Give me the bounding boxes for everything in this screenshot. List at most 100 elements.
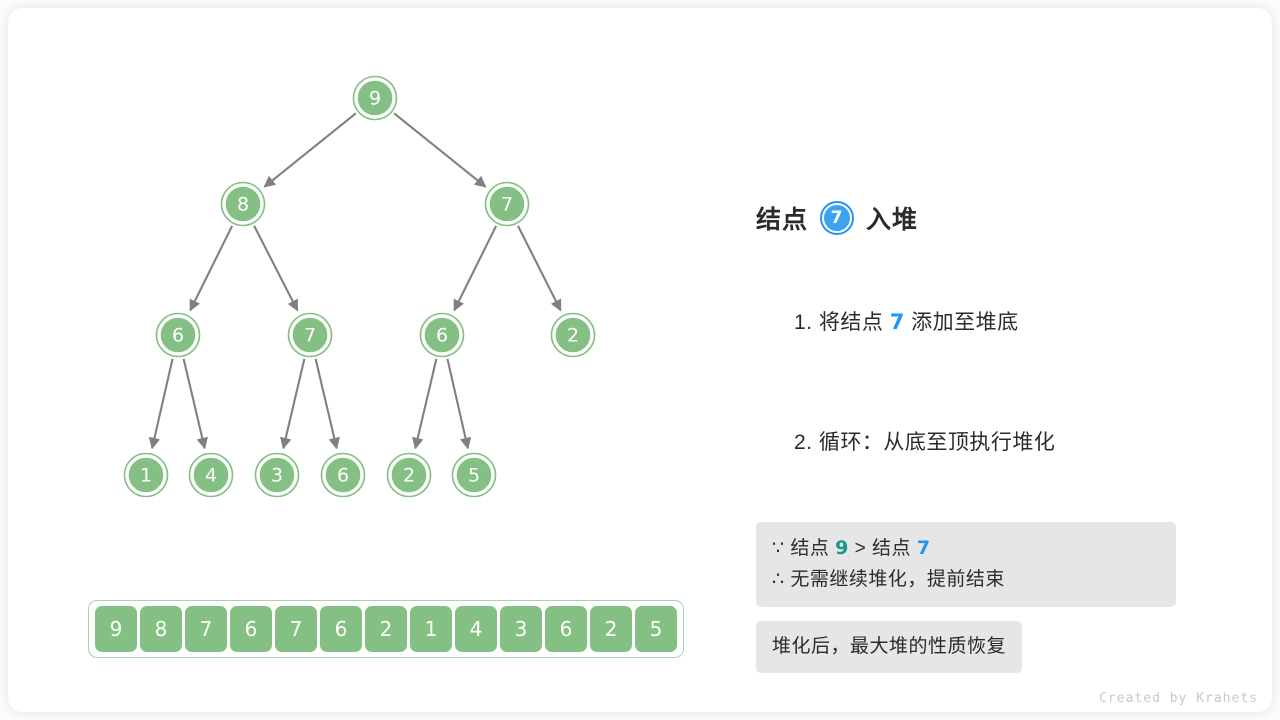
node-value: 8 [237,194,249,216]
tree-edge [412,358,438,450]
step-1-before: 将结点 [812,311,890,334]
node-outer-ring [386,452,432,498]
reason-line1-num1: 9 [835,537,849,559]
tree-node: 8 [220,181,266,227]
array-cell: 5 [635,606,677,652]
tree-node: 6 [419,312,465,358]
node-badge: 7 [820,201,855,235]
explanation-panel: 结点 7 入堆 1. 将结点 7 添加至堆底 2. 循环：从底至顶执行堆化 ∵ … [756,200,1176,674]
credit-footer: Created by Krahets [1099,691,1258,706]
node-circle [126,455,166,495]
heap-tree: 9 8 7 6 7 6 2 1 4 3 6 2 5 [123,75,596,498]
title-suffix: 入堆 [866,206,919,234]
reason-line1-a: ∵ 结点 [772,538,836,559]
array-cell: 2 [590,606,632,652]
node-value: 7 [501,194,513,216]
node-circle [553,315,593,355]
array-cell: 6 [320,606,362,652]
tree-node: 4 [188,452,234,498]
array-cell: 7 [185,606,227,652]
node-outer-ring [287,312,333,358]
node-circle [257,455,297,495]
title-prefix: 结点 [756,206,809,234]
node-circle [223,184,263,224]
badge-ring-icon [820,201,855,235]
node-circle [422,315,462,355]
node-outer-ring [188,452,234,498]
array-cell: 8 [140,606,182,652]
reason-note: ∵ 结点 9 > 结点 7 ∴ 无需继续堆化，提前结束 [756,522,1176,607]
step-1-index: 1. [794,311,813,334]
node-value: 6 [172,325,184,347]
tree-edge [280,358,306,450]
node-value: 3 [271,465,283,487]
node-outer-ring [155,312,201,358]
node-circle [191,455,231,495]
step-2: 2. 循环：从底至顶执行堆化 [756,402,1176,480]
tree-edge [182,358,208,450]
node-circle [355,78,395,118]
array-cell: 6 [545,606,587,652]
node-value: 2 [403,465,415,487]
tree-edge [189,225,234,312]
tree-node: 6 [320,452,366,498]
node-circle [323,455,363,495]
node-outer-ring [320,452,366,498]
tree-edge [263,112,357,188]
array-cell: 1 [410,606,452,652]
tree-node: 6 [155,312,201,358]
tree-edges [148,112,562,450]
array-cell: 9 [95,606,137,652]
node-outer-ring [123,452,169,498]
tree-edge [393,112,487,188]
node-outer-ring [484,181,530,227]
node-value: 6 [337,465,349,487]
node-outer-ring [220,181,266,227]
array-cell: 7 [275,606,317,652]
node-value: 4 [205,465,217,487]
node-circle [389,455,429,495]
tree-edge [253,225,299,312]
reason-line1-num2: 7 [916,537,931,559]
array-cell: 6 [230,606,272,652]
badge-value: 7 [823,204,852,232]
array-cell: 2 [365,606,407,652]
node-value: 2 [567,325,579,347]
tree-node: 2 [550,312,596,358]
reason-line2: ∴ 无需继续堆化，提前结束 [772,568,1005,590]
tree-edge [453,225,498,312]
tree-node: 7 [484,181,530,227]
node-value: 5 [468,465,480,487]
page-title: 结点 7 入堆 [756,200,1176,236]
node-value: 7 [304,325,316,347]
step-1-highlight: 7 [889,310,905,334]
array-cell: 3 [500,606,542,652]
node-outer-ring [352,75,398,121]
reason-line1-b: > 结点 [848,538,917,559]
node-outer-ring [419,312,465,358]
node-circle [487,184,527,224]
step-1-after: 添加至堆底 [904,311,1019,334]
array-cell: 4 [455,606,497,652]
node-circle [454,455,494,495]
tree-node: 5 [451,452,497,498]
tree-edge [314,358,340,450]
tree-node: 2 [386,452,432,498]
tree-node: 7 [287,312,333,358]
step-2-before: 循环：从底至顶执行堆化 [812,431,1056,454]
tree-edge [517,225,562,312]
node-outer-ring [550,312,596,358]
node-circle [290,315,330,355]
node-outer-ring [451,452,497,498]
tree-nodes: 9 8 7 6 7 6 2 1 4 3 6 2 5 [123,75,596,498]
tree-edge [446,358,472,450]
node-value: 1 [140,465,152,487]
tree-node: 9 [352,75,398,121]
tree-node: 3 [254,452,300,498]
step-1: 1. 将结点 7 添加至堆底 [756,282,1176,360]
tree-edge [148,358,174,450]
result-note: 堆化后，最大堆的性质恢复 [756,620,1023,674]
node-outer-ring [254,452,300,498]
